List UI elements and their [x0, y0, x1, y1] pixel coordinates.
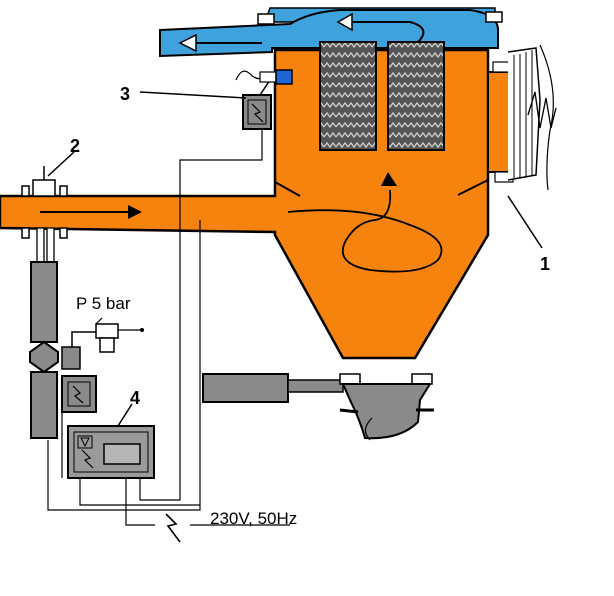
control-wiring: [47, 130, 290, 526]
callout-4-label: 4: [130, 388, 140, 408]
callout-2-label: 2: [70, 136, 80, 156]
circulation-arrow-top-icon: [336, 12, 425, 43]
pressure-label: P 5 bar: [76, 294, 131, 313]
power-supply-label: 230V, 50Hz: [210, 509, 297, 528]
pressure-valve: [71, 317, 144, 353]
filter-cartridges: [319, 41, 445, 151]
callout-1-label: 1: [540, 254, 550, 274]
callout-3-label: 3: [120, 84, 130, 104]
rotary-valve: [202, 373, 434, 441]
callout-leaders: [47, 91, 543, 427]
spark-detector: [235, 69, 293, 130]
inlet-baffle: [274, 179, 489, 197]
extinguisher-cylinder: [29, 227, 81, 439]
inflow-arrow-icon: [40, 205, 142, 219]
swirl-flow-icon: [287, 172, 443, 273]
release-actuator: [61, 375, 97, 413]
power-symbol-icon: [165, 513, 181, 543]
control-unit: [67, 425, 155, 479]
inlet-flange: [21, 166, 68, 239]
pressure-relief-door: [492, 44, 557, 191]
outflow-arrow-icon: [178, 33, 262, 53]
